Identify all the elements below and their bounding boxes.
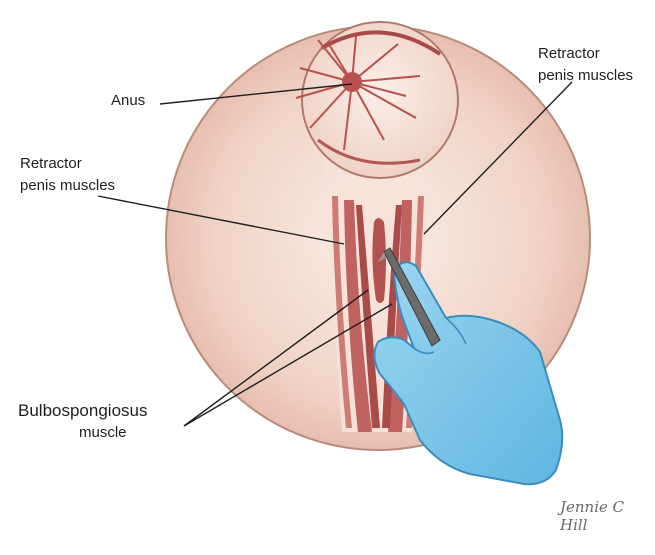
label-retractor-left: Retractor penis muscles: [20, 153, 115, 197]
label-bulbospongiosus-line1: Bulbospongiosus: [18, 401, 147, 420]
label-retractor-left-line1: Retractor: [20, 153, 115, 175]
artist-signature: Jennie C Hill: [560, 498, 655, 534]
label-retractor-right-line1: Retractor: [538, 43, 633, 65]
label-bulbospongiosus: Bulbospongiosus muscle: [18, 400, 147, 444]
label-bulbospongiosus-line2: muscle: [58, 422, 147, 444]
label-retractor-right: Retractor penis muscles: [538, 43, 633, 87]
label-anus: Anus: [111, 92, 145, 109]
label-retractor-right-line2: penis muscles: [538, 65, 633, 87]
label-retractor-left-line2: penis muscles: [20, 175, 115, 197]
